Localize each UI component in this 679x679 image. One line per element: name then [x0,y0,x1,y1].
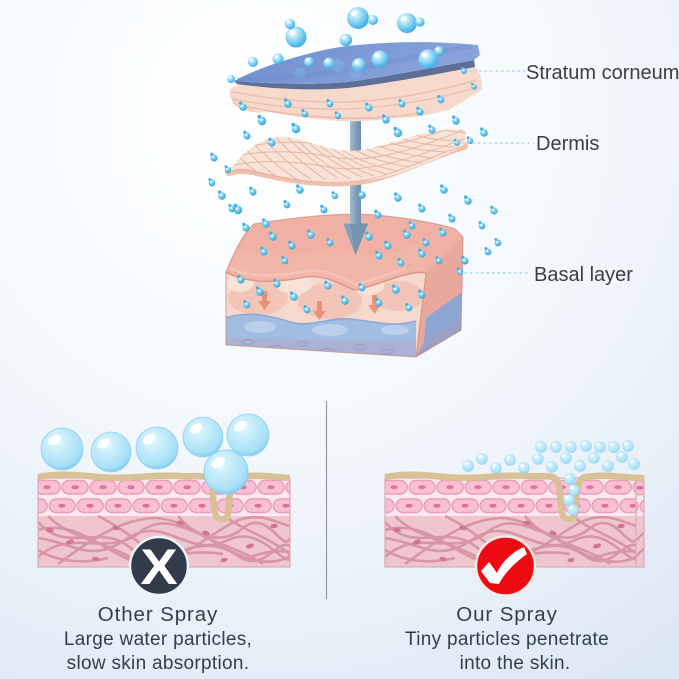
svg-text:Tiny particles penetrate: Tiny particles penetrate [405,629,609,650]
svg-text:Dermis: Dermis [536,133,599,155]
svg-text:Basal layer: Basal layer [534,264,633,286]
svg-text:X: X [140,540,177,596]
svg-text:Large water particles,: Large water particles, [64,629,252,650]
svg-text:into the skin.: into the skin. [460,653,571,674]
svg-text:Our Spray: Our Spray [456,603,558,626]
svg-text:slow skin absorption.: slow skin absorption. [67,653,250,674]
svg-text:Stratum corneum: Stratum corneum [526,62,679,84]
svg-text:Other Spray: Other Spray [98,603,218,626]
